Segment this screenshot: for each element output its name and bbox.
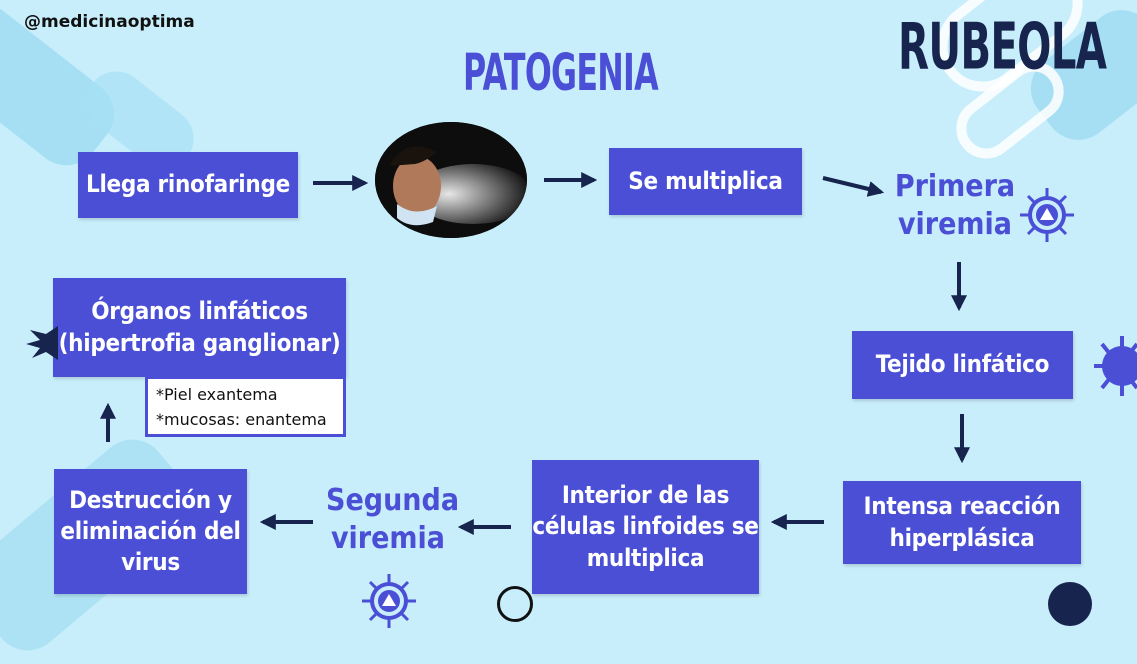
arrow-right (823, 178, 881, 192)
flow-arrows (0, 0, 1137, 640)
